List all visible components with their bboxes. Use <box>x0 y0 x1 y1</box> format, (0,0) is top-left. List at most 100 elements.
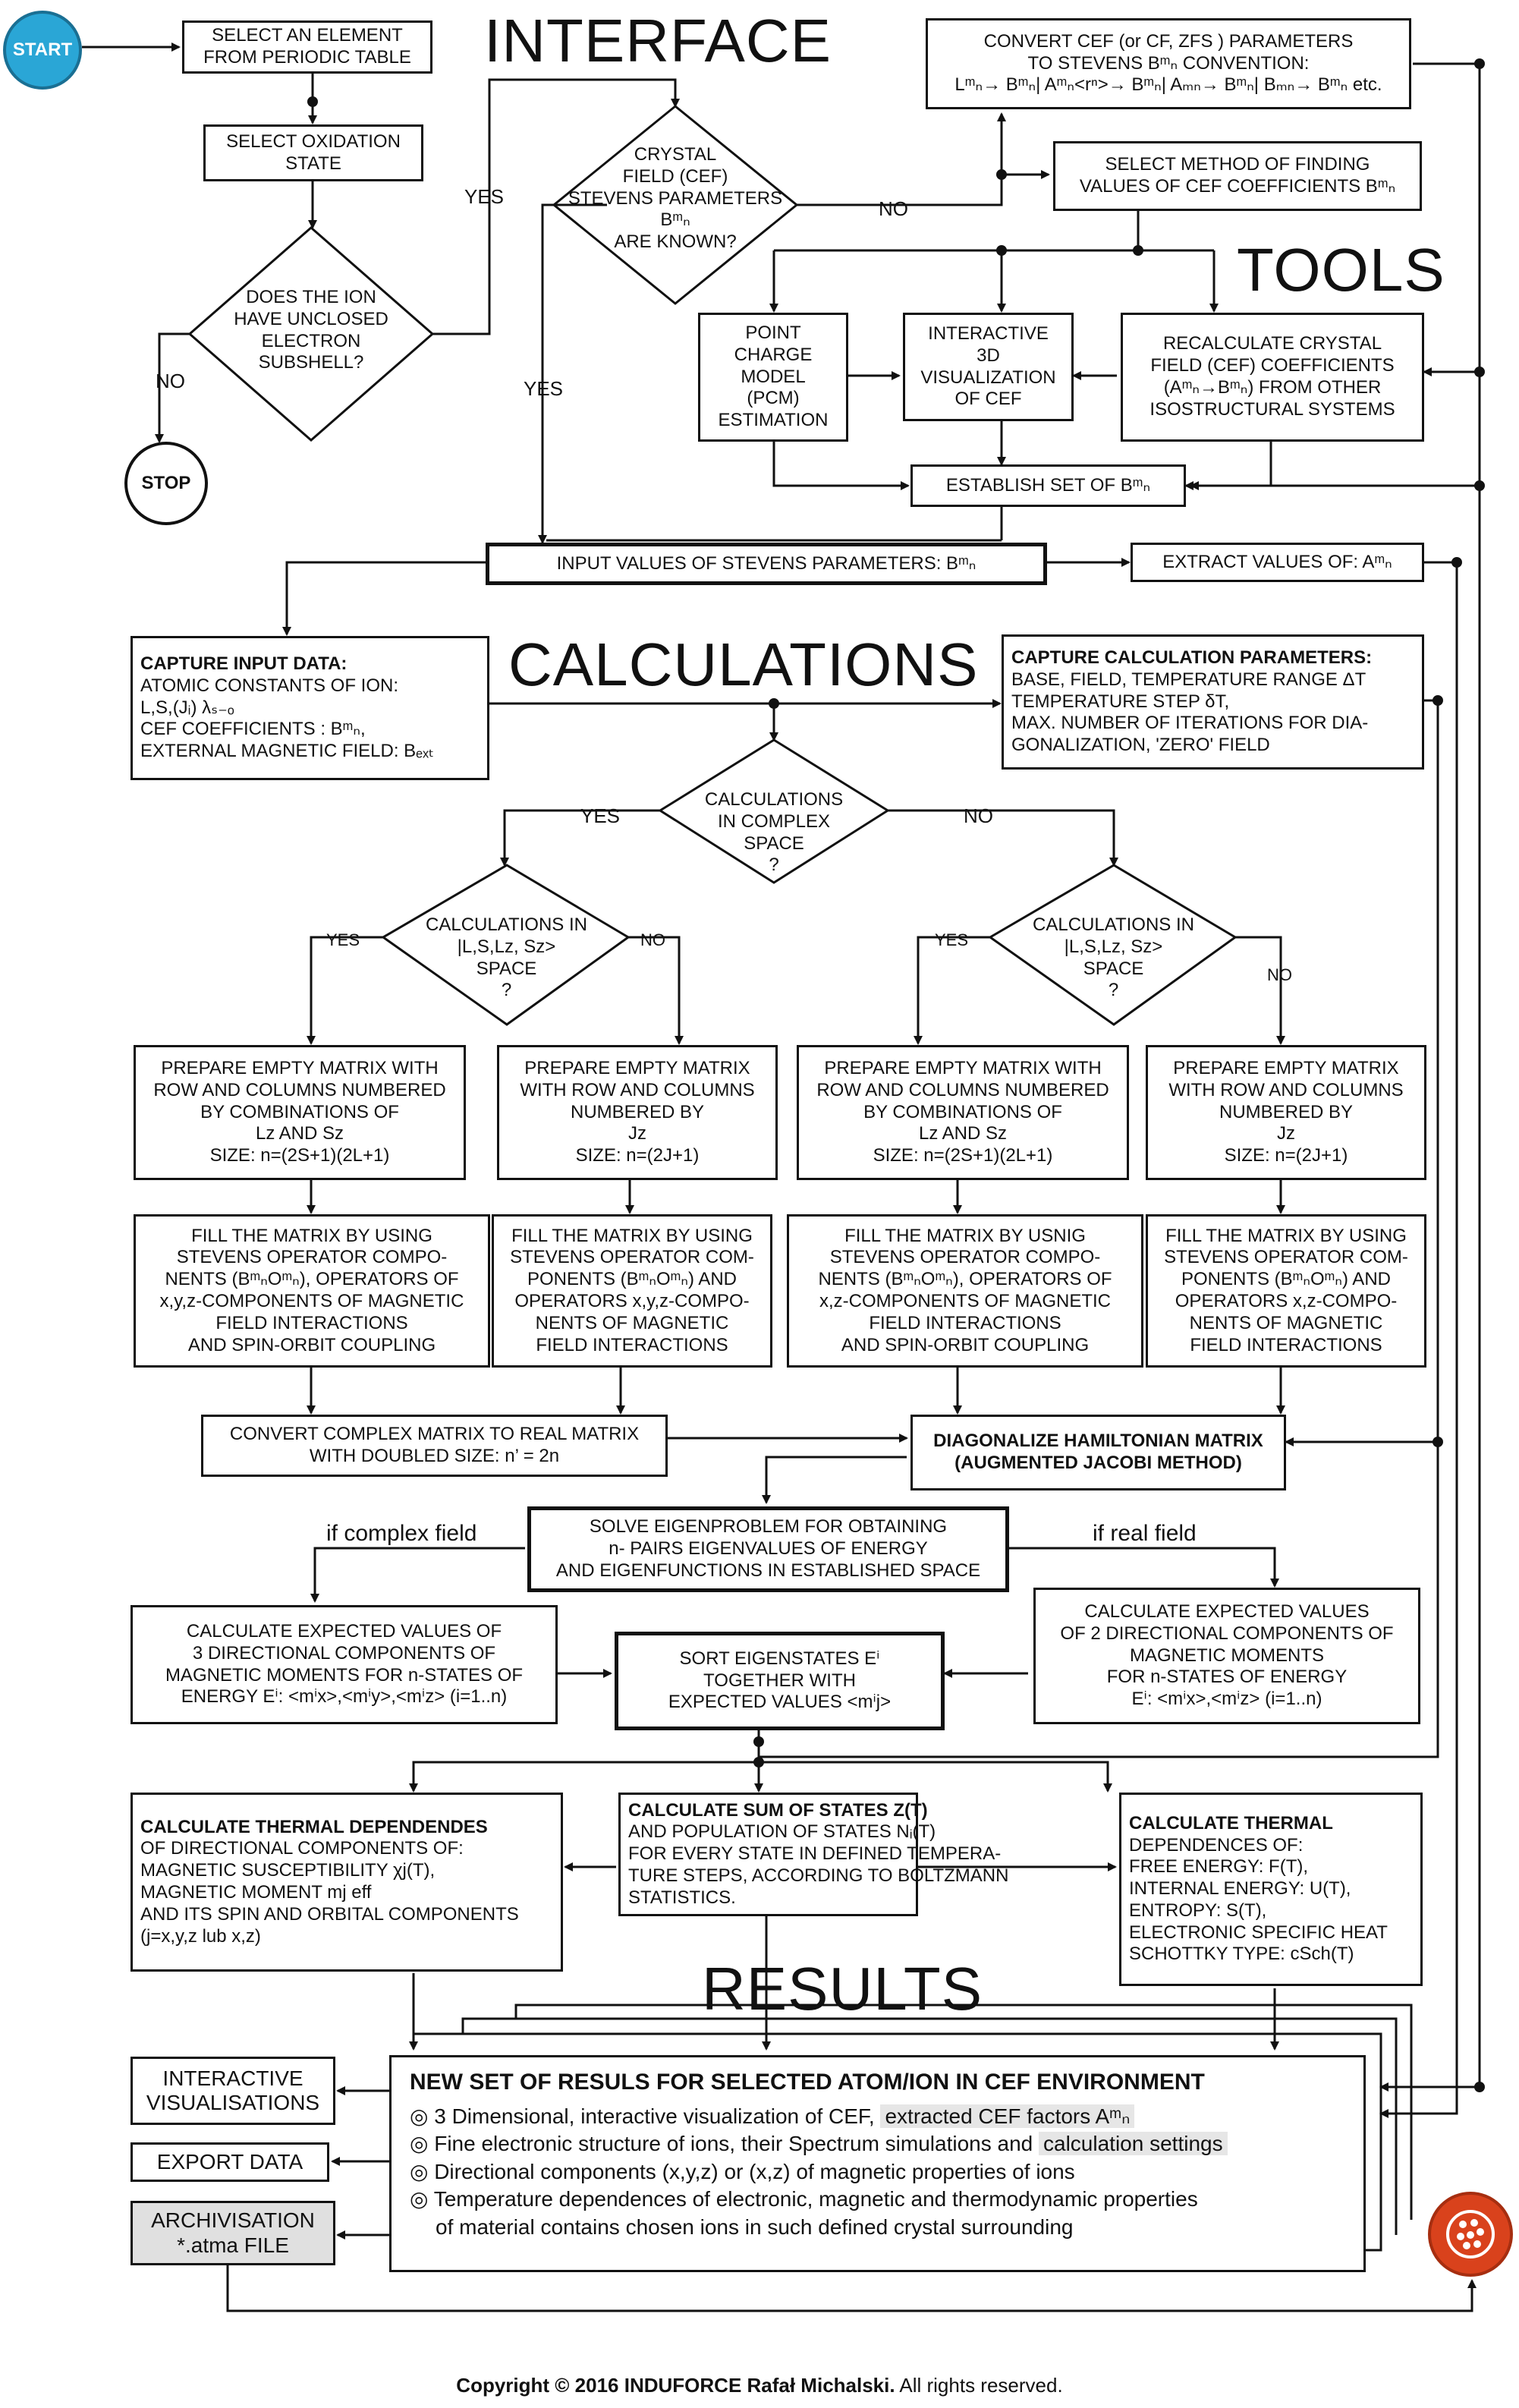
box-sum-of-states-line-0: CALCULATE SUM OF STATES Z(T) <box>628 1799 928 1821</box>
box-fill-4-line-3: OPERATORS x,z-COMPO- <box>1175 1291 1398 1311</box>
label-no-complex: NO <box>964 804 993 827</box>
label-if-complex: if complex field <box>326 1521 477 1546</box>
header-tools: TOOLS <box>1237 236 1445 304</box>
results-line-1-text: ◎ 3 Dimensional, interactive visualizati… <box>410 2104 875 2128</box>
decision-cef-text-line-1: FIELD (CEF) <box>622 165 728 187</box>
box-capture-input-line-3: CEF COEFFICIENTS : Bᵐₙ, <box>140 719 366 740</box>
output-interactive-visualisations-line-0: INTERACTIVE <box>162 2066 303 2090</box>
decision-diamond-cef <box>552 105 799 305</box>
results-highlight-factors: extracted CEF factors Aᵐₙ <box>880 2104 1135 2128</box>
results-line-2: ◎ Fine electronic structure of ions, the… <box>410 2130 1345 2158</box>
induforce-logo-icon <box>1428 2192 1513 2277</box>
box-thermal-line-5: ELECTRONIC SPECIFIC HEAT <box>1129 1922 1388 1943</box>
box-establish: ESTABLISH SET OF Bᵐₙ <box>910 464 1186 507</box>
box-prep-4-line-3: Jz <box>1277 1123 1295 1144</box>
box-expected-3-line-2: MAGNETIC MOMENTS FOR n-STATES OF <box>165 1664 524 1686</box>
label-no-right: NO <box>1267 965 1292 984</box>
box-convert-cef-line-0: CONVERT CEF (or CF, ZFS ) PARAMETERS <box>983 30 1354 52</box>
box-select-oxidation-line-1: STATE <box>285 153 341 174</box>
decision-complex-text-line-3: ? <box>769 855 779 876</box>
box-fill-2-line-5: FIELD INTERACTIONS <box>536 1334 728 1355</box>
results-title: NEW SET OF RESULS FOR SELECTED ATOM/ION … <box>410 2070 1205 2095</box>
output-export-data[interactable]: EXPORT DATA <box>131 2142 329 2182</box>
decision-cef-text-line-2: STEVENS PARAMETERS <box>568 187 783 209</box>
label-no-cef: NO <box>879 197 908 220</box>
decision-diamond-space-left <box>381 864 631 1026</box>
decision-diamond-complex <box>658 738 890 884</box>
decision-shell-text-line-0: DOES THE ION <box>246 287 376 307</box>
box-capture-input-line-0: CAPTURE INPUT DATA: <box>140 653 348 674</box>
results-line-3: ◎ Directional components (x,y,z) or (x,z… <box>410 2159 1075 2183</box>
box-sum-of-states-line-2: FOR EVERY STATE IN DEFINED TEMPERA- <box>628 1843 1002 1865</box>
box-convert-complex-line-0: CONVERT COMPLEX MATRIX TO REAL MATRIX <box>229 1424 640 1445</box>
output-archive-file[interactable]: ARCHIVISATION*.atma FILE <box>131 2201 335 2265</box>
box-thermal-line-0: CALCULATE THERMAL <box>1129 1812 1333 1834</box>
box-capture-calc-line-3: MAX. NUMBER OF ITERATIONS FOR DIA- <box>1011 713 1369 734</box>
box-3d-visualization-line-0: INTERACTIVE <box>928 323 1049 344</box>
decision-complex-text-line-0: CALCULATIONS <box>704 789 844 810</box>
box-fill-2-line-2: PONENTS (BᵐₙOᵐₙ) AND <box>527 1269 737 1290</box>
box-prep-3-line-3: Lz AND Sz <box>918 1123 1008 1144</box>
box-prep-2-line-4: SIZE: n=(2J+1) <box>575 1145 700 1166</box>
box-prep-3-line-2: BY COMBINATIONS OF <box>863 1101 1062 1122</box>
header-results: RESULTS <box>702 1955 983 2022</box>
box-pcm-line-4: ESTIMATION <box>718 410 829 431</box>
box-recalculate-line-0: RECALCULATE CRYSTAL <box>1162 333 1382 354</box>
box-capture-calc[interactable]: CAPTURE CALCULATION PARAMETERS:BASE, FIE… <box>1002 634 1424 770</box>
label-yes-cef: YES <box>524 377 564 400</box>
box-recalculate-line-2: (Aᵐₙ→Bᵐₙ) FROM OTHER <box>1163 377 1382 398</box>
box-expected-2-line-1: OF 2 DIRECTIONAL COMPONENTS OF <box>1060 1623 1394 1644</box>
box-solve-line-1: n- PAIRS EIGENVALUES OF ENERGY <box>609 1538 928 1560</box>
box-fill-2-line-3: OPERATORS x,y,z-COMPO- <box>514 1291 750 1311</box>
box-thermal-line-4: ENTROPY: S(T), <box>1129 1900 1267 1921</box>
copyright: Copyright © 2016 INDUFORCE Rafał Michals… <box>0 2374 1519 2397</box>
box-fill-1-line-0: FILL THE MATRIX BY USING <box>191 1225 432 1246</box>
box-capture-calc-line-2: TEMPERATURE STEP δT, <box>1011 691 1230 712</box>
box-capture-input[interactable]: CAPTURE INPUT DATA:ATOMIC CONSTANTS OF I… <box>131 636 489 780</box>
box-thermal-directional-line-1: OF DIRECTIONAL COMPONENTS OF: <box>140 1838 464 1859</box>
box-fill-1-line-3: x,y,z-COMPONENTS OF MAGNETIC <box>159 1291 464 1311</box>
box-input-values[interactable]: INPUT VALUES OF STEVENS PARAMETERS: Bᵐₙ <box>486 543 1047 585</box>
start-node[interactable]: START <box>3 11 82 90</box>
box-prep-3-line-1: ROW AND COLUMNS NUMBERED <box>816 1079 1109 1100</box>
box-diagonalize: DIAGONALIZE HAMILTONIAN MATRIX(AUGMENTED… <box>910 1415 1286 1490</box>
label-yes-shell: YES <box>464 185 505 208</box>
decision-space-right-text-line-1: |L,S,Lz, Sz> <box>1064 936 1163 957</box>
decision-space-left-text[interactable]: CALCULATIONS IN|L,S,Lz, Sz>SPACE? <box>406 914 607 1002</box>
box-recalculate-line-3: ISOSTRUCTURAL SYSTEMS <box>1149 398 1395 420</box>
stop-node: STOP <box>124 442 208 525</box>
box-sort-line-0: SORT EIGENSTATES Eⁱ <box>679 1648 880 1669</box>
box-prep-2-line-0: PREPARE EMPTY MATRIX <box>524 1058 750 1078</box>
header-calculations: CALCULATIONS <box>508 631 979 698</box>
decision-complex-text-line-2: SPACE <box>744 833 804 854</box>
box-prep-2-line-2: NUMBERED BY <box>570 1101 705 1122</box>
results-box: NEW SET OF RESULS FOR SELECTED ATOM/ION … <box>389 2055 1366 2272</box>
label-yes-left: YES <box>326 930 360 949</box>
decision-cef-text-line-3: Bᵐₙ <box>660 209 690 231</box>
decision-space-right-text-line-0: CALCULATIONS IN <box>1033 914 1194 935</box>
box-capture-calc-line-0: CAPTURE CALCULATION PARAMETERS: <box>1011 647 1373 668</box>
box-select-oxidation-line-0: SELECT OXIDATION <box>226 131 401 152</box>
box-sum-of-states-line-3: TURE STEPS, ACCORDING TO BOLTZMANN <box>628 1865 1009 1886</box>
decision-space-right-text[interactable]: CALCULATIONS IN|L,S,Lz, Sz>SPACE? <box>1013 914 1214 1002</box>
box-fill-2-line-4: NENTS OF MAGNETIC <box>535 1312 729 1333</box>
box-extract-values: EXTRACT VALUES OF: Aᵐₙ <box>1131 543 1424 582</box>
box-expected-2-line-2: MAGNETIC MOMENTS <box>1130 1645 1324 1666</box>
flowchart-connectors <box>82 42 1485 2312</box>
